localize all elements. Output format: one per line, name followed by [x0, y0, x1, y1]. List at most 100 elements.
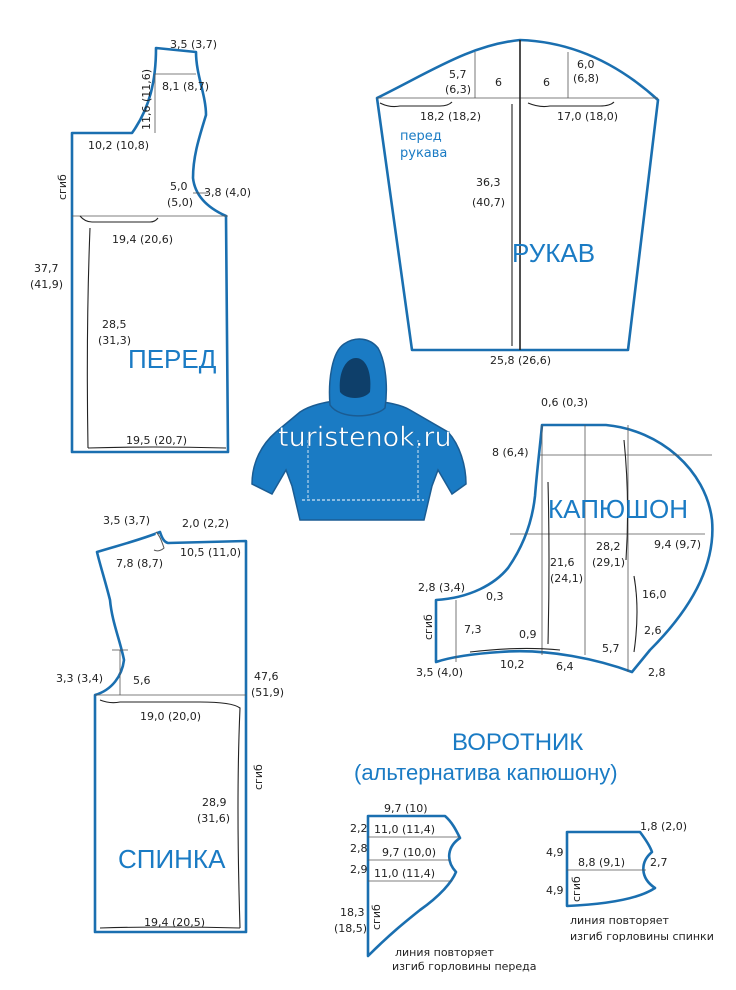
hood-label-10: 7,3	[464, 623, 482, 636]
sleeve-label-8: 36,3	[476, 176, 501, 189]
collar-back-label-2: 8,8 (9,1)	[578, 856, 625, 869]
collar-back-outline	[565, 830, 657, 908]
front-title: ПЕРЕД	[128, 344, 217, 374]
collar-front-label-2: 11,0 (11,4)	[374, 823, 435, 836]
sleeve-label-4: 6,0	[577, 58, 595, 71]
back-label-11: 19,4 (20,5)	[144, 916, 205, 929]
sleeve-pattern: 5,7 (6,3) 6 6 6,0 (6,8) 18,2 (18,2) 17,0…	[375, 38, 660, 367]
hoodie-illustration: turistenok.ru	[251, 338, 467, 521]
hood-label-5: 28,2	[596, 540, 621, 553]
sleeve-subtitle-1: перед	[400, 129, 442, 144]
collar-front-note-2: изгиб горловины переда	[392, 960, 537, 973]
front-pattern: 3,5 (3,7) 11,6 (11,6) 8,1 (8,7) 10,2 (10…	[30, 38, 251, 454]
collar-back-fold: сгиб	[570, 876, 583, 902]
hood-label-1: 8 (6,4)	[492, 446, 529, 459]
front-label-7: 19,4 (20,6)	[112, 233, 173, 246]
hood-pattern: 0,6 (0,3) 8 (6,4) 9,4 (9,7) 21,6 (24,1) …	[416, 396, 714, 679]
collar-front-fold: сгиб	[370, 904, 383, 930]
back-label-10: (31,6)	[197, 812, 230, 825]
hood-label-12: 2,6	[644, 624, 662, 637]
sleeve-label-6: 18,2 (18,2)	[420, 110, 481, 123]
collar-front-part: 9,7 (10) 2,2 11,0 (11,4) 2,8 9,7 (10,0) …	[334, 802, 537, 973]
hood-label-15: 10,2	[500, 658, 525, 671]
hood-label-6: (29,1)	[592, 556, 625, 569]
back-label-1: 2,0 (2,2)	[182, 517, 229, 530]
sleeve-label-3: 6	[543, 76, 550, 89]
back-outline	[93, 530, 248, 934]
front-label-9: (41,9)	[30, 278, 63, 291]
collar-front-outline	[366, 814, 462, 958]
hood-label-13: 5,7	[602, 642, 620, 655]
collar-back-note-2: изгиб горловины спинки	[570, 930, 714, 943]
front-label-5: (5,0)	[167, 196, 193, 209]
sleeve-title: РУКАВ	[512, 238, 595, 268]
back-label-7: (51,9)	[251, 686, 284, 699]
collar-back-label-0: 1,8 (2,0)	[640, 820, 687, 833]
back-title: СПИНКА	[118, 844, 226, 874]
collar-front-label-7: 18,3	[340, 906, 365, 919]
front-outline	[70, 46, 230, 454]
collar-front-label-8: (18,5)	[334, 922, 367, 935]
sleeve-label-9: (40,7)	[472, 196, 505, 209]
collar-back-label-1: 4,9	[546, 846, 564, 859]
sleeve-label-5: (6,8)	[573, 72, 599, 85]
back-label-0: 3,5 (3,7)	[103, 514, 150, 527]
collar-front-label-3: 2,8	[350, 842, 368, 855]
collar-back-label-4: 4,9	[546, 884, 564, 897]
front-fold-label: сгиб	[56, 174, 69, 200]
hood-label-17: 2,8	[648, 666, 666, 679]
hood-label-9: 0,3	[486, 590, 504, 603]
hood-label-7: 16,0	[642, 588, 667, 601]
front-label-4: 5,0	[170, 180, 188, 193]
front-label-10: 28,5	[102, 318, 127, 331]
back-label-8: 19,0 (20,0)	[140, 710, 201, 723]
hood-title: КАПЮШОН	[548, 494, 688, 524]
back-label-2: 7,8 (8,7)	[116, 557, 163, 570]
collar-front-note-1: линия повторяет	[395, 946, 495, 959]
hood-label-8: 2,8 (3,4)	[418, 581, 465, 594]
sleeve-label-10: 25,8 (26,6)	[490, 354, 551, 367]
collar-front-label-5: 2,9	[350, 863, 368, 876]
front-label-3: 10,2 (10,8)	[88, 139, 149, 152]
sleeve-label-7: 17,0 (18,0)	[557, 110, 618, 123]
front-label-11: (31,3)	[98, 334, 131, 347]
back-label-9: 28,9	[202, 796, 227, 809]
hood-label-4: (24,1)	[550, 572, 583, 585]
front-label-1: 11,6 (11,6)	[140, 69, 153, 130]
collar-subtitle: (альтернатива капюшону)	[354, 760, 618, 785]
collar-front-label-1: 2,2	[350, 822, 368, 835]
collar-front-label-6: 11,0 (11,4)	[374, 867, 435, 880]
collar-back-part: 1,8 (2,0) 4,9 8,8 (9,1) 2,7 4,9 сгиб лин…	[546, 820, 714, 943]
collar-back-label-3: 2,7	[650, 856, 668, 869]
sleeve-label-0: 5,7	[449, 68, 467, 81]
watermark: turistenok.ru	[278, 422, 452, 453]
hood-label-3: 21,6	[550, 556, 575, 569]
front-label-2: 8,1 (8,7)	[162, 80, 209, 93]
front-label-8: 37,7	[34, 262, 59, 275]
back-label-3: 10,5 (11,0)	[180, 546, 241, 559]
collar-front-label-0: 9,7 (10)	[384, 802, 428, 815]
collar-back-note-1: линия повторяет	[570, 914, 670, 927]
back-pattern: 3,5 (3,7) 2,0 (2,2) 7,8 (8,7) 10,5 (11,0…	[56, 514, 284, 934]
collar-title: ВОРОТНИК	[452, 729, 583, 756]
back-label-5: 5,6	[133, 674, 151, 687]
hood-label-11: 0,9	[519, 628, 537, 641]
hood-label-14: 3,5 (4,0)	[416, 666, 463, 679]
sleeve-subtitle-2: рукава	[400, 146, 447, 161]
hood-label-16: 6,4	[556, 660, 574, 673]
sleeve-label-1: (6,3)	[445, 83, 471, 96]
back-label-6: 47,6	[254, 670, 279, 683]
front-label-6: 3,8 (4,0)	[204, 186, 251, 199]
back-fold-label: сгиб	[252, 764, 265, 790]
hood-fold-label: сгиб	[422, 614, 435, 640]
hood-label-2: 9,4 (9,7)	[654, 538, 701, 551]
sleeve-outline	[375, 38, 660, 352]
front-label-12: 19,5 (20,7)	[126, 434, 187, 447]
collar-section: ВОРОТНИК (альтернатива капюшону) 9,7 (10…	[334, 729, 714, 973]
hood-label-0: 0,6 (0,3)	[541, 396, 588, 409]
back-label-4: 3,3 (3,4)	[56, 672, 103, 685]
sleeve-label-2: 6	[495, 76, 502, 89]
collar-front-label-4: 9,7 (10,0)	[382, 846, 436, 859]
front-label-0: 3,5 (3,7)	[170, 38, 217, 51]
